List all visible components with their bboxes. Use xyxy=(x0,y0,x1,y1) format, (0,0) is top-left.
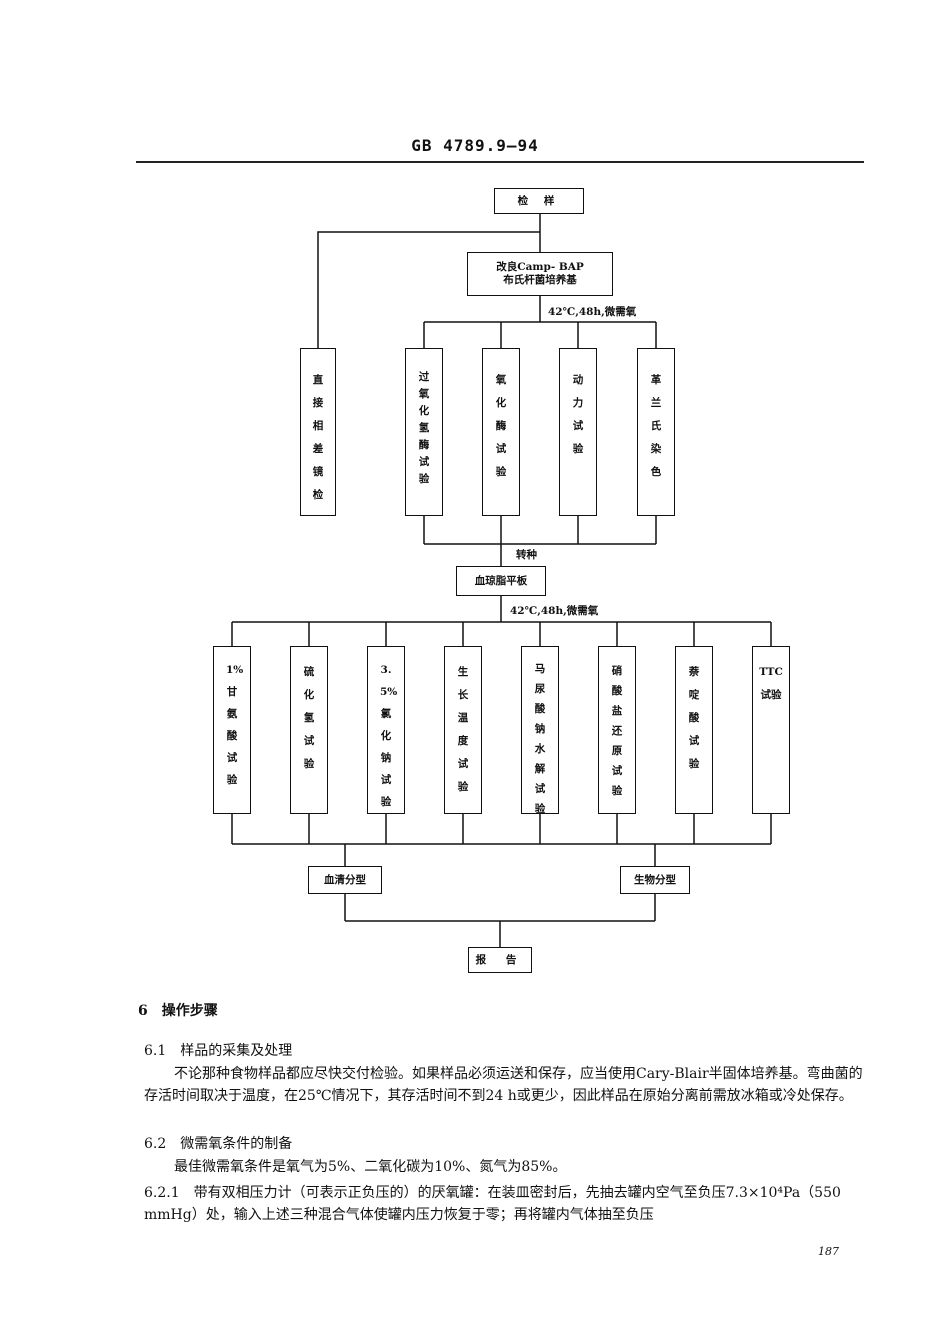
test-box-growth-temperature: 生长温度试验 xyxy=(444,646,482,814)
test-box-hippurate: 马尿酸钠水解试验 xyxy=(521,646,559,815)
test-box-ttc: TTC试验 xyxy=(752,646,790,814)
report-label: 报 告 xyxy=(475,953,525,966)
test-box-h2s: 硫化氢试验 xyxy=(290,646,328,814)
section-6-heading: 6 操作步骤 xyxy=(138,1003,218,1019)
report-box: 报 告 xyxy=(468,947,532,973)
section-6-1-heading: 6.1 样品的采集及处理 xyxy=(144,1043,293,1059)
incubation-condition-1: 42℃,48h,微需氧 xyxy=(548,306,637,318)
test-box-motility: 动力试验 xyxy=(559,348,597,516)
section-6-2-body: 最佳微需氧条件是氧气为5%、二氧化碳为10%、氮气为85%。 xyxy=(174,1159,567,1175)
test-box-direct-phase-contrast: 直接相差镜检 xyxy=(300,348,336,516)
test-box-label: 过氧化氢酶试验 xyxy=(418,371,430,485)
section-6-2-1-body: 6.2.1 带有双相压力计（可表示正负压的）的厌氧罐：在装皿密封后，先抽去罐内空… xyxy=(144,1185,841,1223)
test-box-oxidase: 氧化酶试验 xyxy=(482,348,520,516)
serotyping-label: 血清分型 xyxy=(324,873,366,886)
sample-box-label: 检 样 xyxy=(517,194,561,207)
test-box-label: 1%甘氨酸试验 xyxy=(226,664,244,786)
flowchart-connectors xyxy=(231,214,772,947)
blood-agar-plate-box: 血琼脂平板 xyxy=(456,566,546,596)
test-box-label: 萘啶酸试验 xyxy=(688,666,700,770)
incubation-condition-2: 42℃,48h,微需氧 xyxy=(510,605,599,617)
biotyping-label: 生物分型 xyxy=(634,873,676,886)
medium-box-line2: 布氏杆菌培养基 xyxy=(503,274,577,286)
test-box-label: 3.5%氯化钠试验 xyxy=(380,664,398,808)
sample-box: 检 样 xyxy=(494,188,584,214)
test-box-label: 革兰氏染色 xyxy=(650,374,662,478)
section-6-1-body: 不论那种食物样品都应尽快交付检验。如果样品必须运送和保存，应当使用Cary-Bl… xyxy=(144,1066,863,1104)
test-box-glycine: 1%甘氨酸试验 xyxy=(213,646,251,814)
medium-box: 改良Camp- BAP 布氏杆菌培养基 xyxy=(467,252,613,296)
page-header-standard: GB 4789.9—94 xyxy=(411,136,539,155)
test-box-label: TTC试验 xyxy=(759,666,783,701)
test-box-catalase: 过氧化氢酶试验 xyxy=(405,348,443,516)
section-6-2-heading: 6.2 微需氧条件的制备 xyxy=(144,1136,293,1152)
page-number: 187 xyxy=(818,1245,839,1258)
header-rule xyxy=(136,161,864,163)
serotyping-box: 血清分型 xyxy=(308,866,382,894)
test-box-nacl: 3.5%氯化钠试验 xyxy=(367,646,405,814)
test-box-label: 硫化氢试验 xyxy=(303,666,315,770)
test-box-label: 直接相差镜检 xyxy=(312,374,324,501)
test-box-label: 氧化酶试验 xyxy=(495,374,507,478)
test-box-label: 生长温度试验 xyxy=(457,666,469,793)
test-box-label: 马尿酸钠水解试验 xyxy=(534,663,546,815)
test-box-nalidixic-acid: 萘啶酸试验 xyxy=(675,646,713,814)
test-box-label: 硝酸盐还原试验 xyxy=(611,665,623,797)
test-box-label: 动力试验 xyxy=(572,374,584,455)
transfer-label: 转种 xyxy=(516,549,537,561)
medium-box-line1: 改良Camp- BAP xyxy=(496,261,584,274)
test-box-gram-stain: 革兰氏染色 xyxy=(637,348,675,516)
test-box-nitrate: 硝酸盐还原试验 xyxy=(598,646,636,814)
biotyping-box: 生物分型 xyxy=(620,866,690,894)
blood-agar-plate-label: 血琼脂平板 xyxy=(474,574,528,587)
